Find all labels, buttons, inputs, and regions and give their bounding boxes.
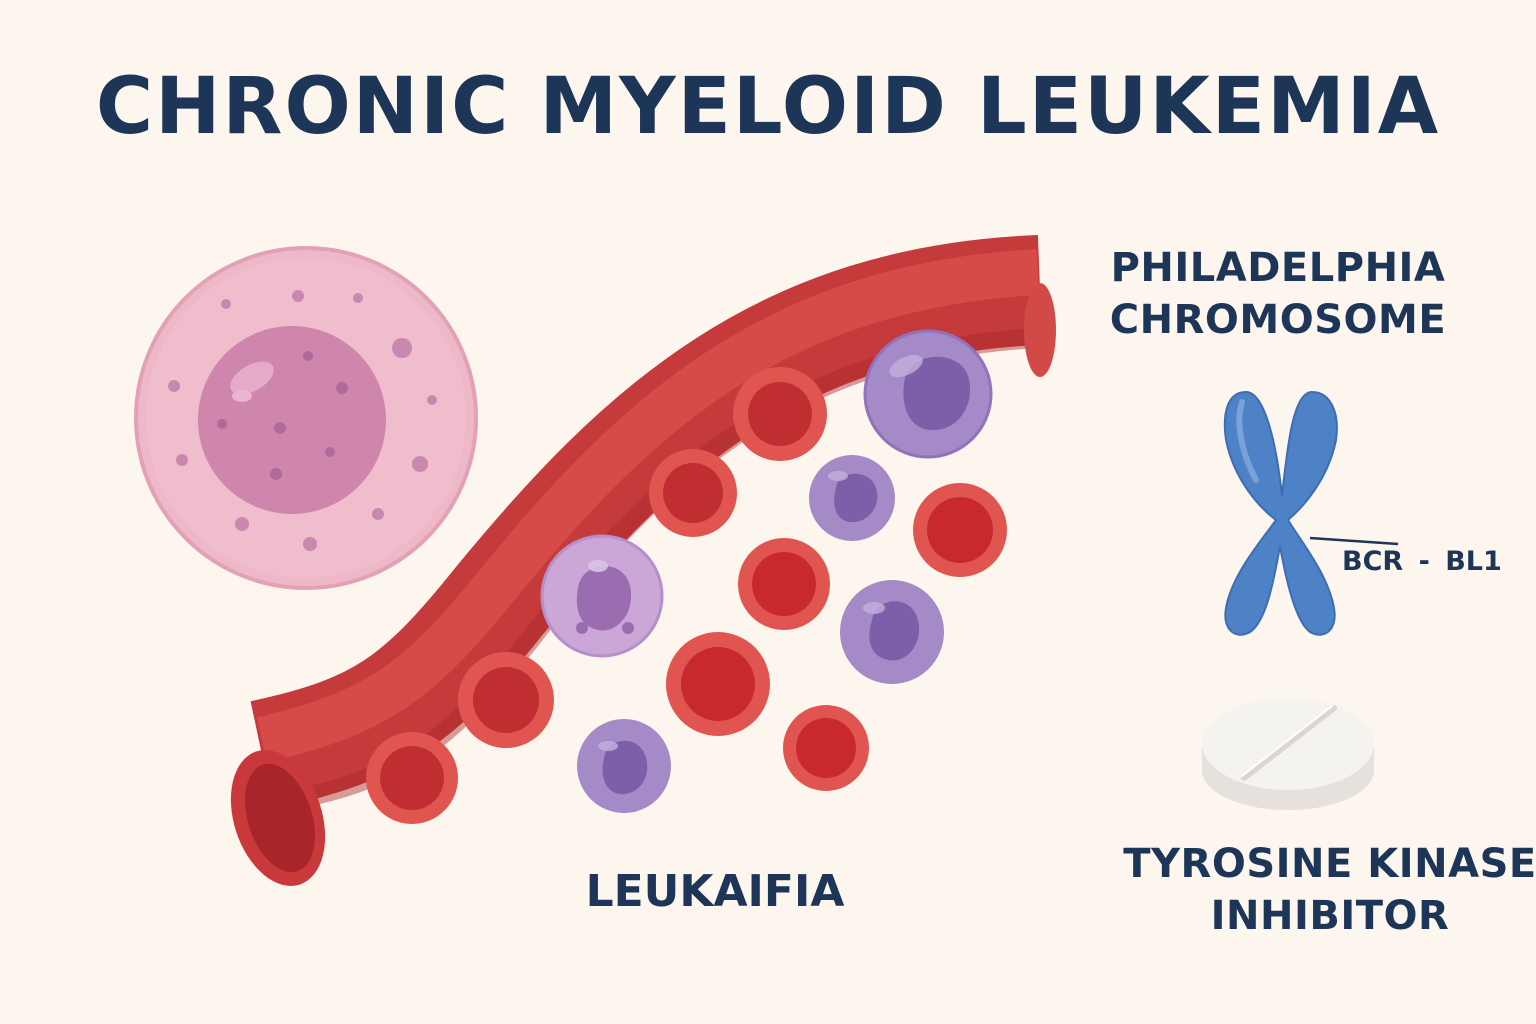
white-blood-cells (540, 329, 993, 813)
page-title: CHRONIC MYELOID LEUKEMIA (95, 62, 1441, 152)
philadelphia-label-line1: PHILADELPHIA (1110, 245, 1446, 291)
philadelphia-label-line2: CHROMOSOME (1109, 297, 1447, 343)
red-blood-cells-in-vessel (366, 367, 827, 824)
tki-label-line1: TYROSINE KINASE (1123, 841, 1536, 887)
gene-label-right: BL1 (1445, 546, 1502, 577)
tki-label-line2: INHIBITOR (1210, 893, 1450, 939)
blood-vessel-label: LEUKAIFIA (585, 866, 845, 917)
gene-label-left: BCR (1342, 546, 1404, 577)
philadelphia-chromosome-label: PHILADELPHIA CHROMOSOME (1078, 242, 1478, 346)
myeloid-cell (134, 246, 478, 590)
gene-label: BCR - BL1 (1342, 546, 1502, 577)
red-blood-cells (666, 483, 1007, 791)
philadelphia-chromosome (1223, 390, 1399, 636)
tyrosine-kinase-inhibitor-label: TYROSINE KINASE INHIBITOR (1110, 838, 1536, 942)
pill-icon (1202, 698, 1374, 810)
gene-label-dash: - (1418, 546, 1430, 577)
